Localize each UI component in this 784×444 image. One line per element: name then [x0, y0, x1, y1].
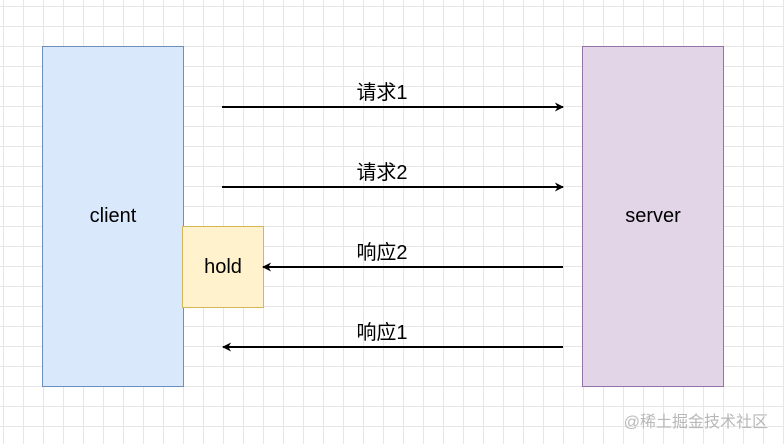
hold-label: hold — [204, 255, 242, 278]
arrow-label-response-2: 响应2 — [356, 242, 408, 264]
watermark-text: @稀土掘金技术社区 — [623, 414, 768, 431]
arrow-label-request-2: 请求2 — [356, 162, 408, 184]
arrow-label-request-1: 请求1 — [356, 82, 408, 104]
arrow-label-response-1: 响应1 — [356, 322, 408, 344]
server-box: server — [582, 46, 724, 387]
client-box: client — [42, 46, 184, 387]
hold-box: hold — [182, 226, 264, 308]
client-label: client — [89, 205, 137, 227]
server-label: server — [625, 205, 681, 227]
